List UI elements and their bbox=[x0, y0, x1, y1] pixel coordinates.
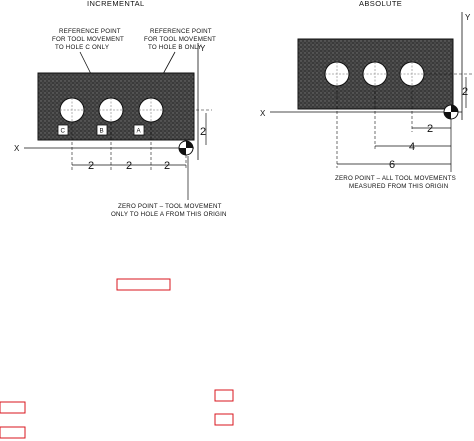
svg-text:A: A bbox=[137, 128, 142, 135]
ref-left-line-3: TO HOLE C ONLY bbox=[55, 44, 109, 51]
absolute-title: ABSOLUTE bbox=[359, 0, 402, 8]
overlay-box-2[interactable] bbox=[214, 389, 234, 402]
incremental-zero-point-icon bbox=[178, 140, 194, 156]
hole-c bbox=[59, 97, 85, 123]
absolute-x-label: X bbox=[260, 109, 266, 118]
svg-text:B: B bbox=[100, 128, 104, 135]
overlay-box-1[interactable] bbox=[116, 278, 171, 291]
absolute-dim-6: 6 bbox=[389, 159, 395, 171]
ref-label-right: REFERENCE POINT FOR TOOL MOVEMENT TO HOL… bbox=[144, 28, 216, 51]
overlay-box-5[interactable] bbox=[0, 426, 26, 439]
absolute-side-dim: 2 bbox=[462, 86, 468, 98]
incremental-diagram: INCREMENTAL REFERENCE POINT FOR TOOL MOV… bbox=[14, 0, 227, 218]
incremental-dim-b-a: 2 bbox=[126, 160, 132, 172]
hole-label-c: C bbox=[57, 124, 69, 136]
overlay-box-3[interactable] bbox=[0, 401, 26, 414]
overlay-box-4[interactable] bbox=[214, 413, 234, 426]
hole-label-a: A bbox=[133, 124, 145, 136]
incremental-zero-note-2: ONLY TO HOLE A FROM THIS ORIGIN bbox=[111, 211, 227, 218]
absolute-hole-1 bbox=[324, 61, 350, 87]
hole-a bbox=[138, 97, 164, 123]
overlay-boxes bbox=[0, 278, 234, 439]
incremental-zero-note-1: ZERO POINT – TOOL MOVEMENT bbox=[118, 203, 222, 210]
ref-right-line-2: FOR TOOL MOVEMENT bbox=[144, 36, 216, 43]
absolute-y-label: Y bbox=[465, 13, 471, 22]
ref-right-line-3: TO HOLE B ONLY bbox=[148, 44, 202, 51]
incremental-title: INCREMENTAL bbox=[87, 0, 145, 8]
svg-text:C: C bbox=[61, 128, 66, 135]
absolute-hole-2 bbox=[362, 61, 388, 87]
incremental-side-dim: 2 bbox=[200, 126, 206, 138]
ref-left-line-2: FOR TOOL MOVEMENT bbox=[52, 36, 124, 43]
absolute-zero-note-1: ZERO POINT – ALL TOOL MOVEMENTS bbox=[335, 175, 456, 182]
ref-label-left: REFERENCE POINT FOR TOOL MOVEMENT TO HOL… bbox=[52, 28, 124, 51]
absolute-dim-4: 4 bbox=[409, 141, 415, 153]
incremental-dim-c-b: 2 bbox=[88, 160, 94, 172]
incremental-x-label: X bbox=[14, 144, 20, 153]
absolute-hole-3 bbox=[399, 61, 425, 87]
hole-label-b: B bbox=[96, 124, 108, 136]
absolute-diagram: ABSOLUTE Y X 2 bbox=[260, 0, 474, 190]
absolute-dim-2: 2 bbox=[427, 123, 433, 135]
incremental-y-label: Y bbox=[200, 44, 206, 53]
ref-left-line-1: REFERENCE POINT bbox=[59, 28, 121, 35]
hole-b bbox=[98, 97, 124, 123]
incremental-dim-a-zero: 2 bbox=[164, 160, 170, 172]
absolute-zero-point-icon bbox=[443, 104, 459, 120]
absolute-zero-note-2: MEASURED FROM THIS ORIGIN bbox=[349, 183, 448, 190]
ref-right-line-1: REFERENCE POINT bbox=[150, 28, 212, 35]
